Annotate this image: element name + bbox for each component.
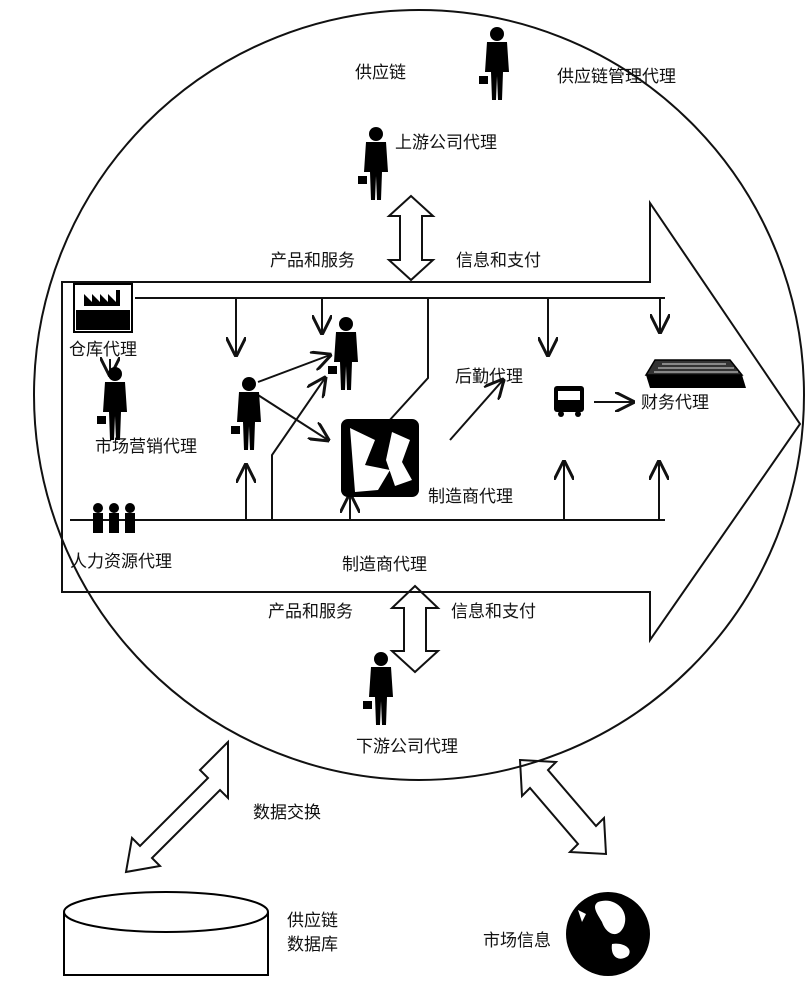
hr-agent-label: 人力资源代理 <box>70 552 172 572</box>
factory-worker-icon <box>341 419 419 497</box>
scm-agent-person-icon <box>479 27 509 100</box>
upstream-exchange-arrow <box>386 194 436 282</box>
factory-icon <box>73 283 133 333</box>
downstream-agent-person-icon <box>363 652 393 725</box>
products-services-bottom-label: 产品和服务 <box>268 602 353 622</box>
marketing-agent-label: 市场营销代理 <box>95 437 197 457</box>
info-payment-top-label: 信息和支付 <box>456 251 541 271</box>
warehouse-agent-label: 仓库代理 <box>69 340 137 360</box>
scm-agent-label: 供应链管理代理 <box>557 67 676 87</box>
database-icon <box>63 891 269 976</box>
upstream-agent-person-icon <box>358 127 388 200</box>
bus-icon <box>554 386 584 417</box>
upstream-agent-label: 上游公司代理 <box>395 133 497 153</box>
market-info-label: 市场信息 <box>483 931 551 951</box>
supply-chain-label: 供应链 <box>355 63 406 83</box>
coordinator-person-icon <box>231 377 261 450</box>
finance-agent-label: 财务代理 <box>641 393 709 413</box>
product-agent-person-icon <box>328 317 358 390</box>
downstream-agent-label: 下游公司代理 <box>356 737 458 757</box>
manufacturer-agent-label: 制造商代理 <box>342 555 427 575</box>
database-label-line2: 数据库 <box>287 935 338 955</box>
internal-flow-lines <box>70 297 665 521</box>
process-arrow <box>61 199 802 644</box>
supply-chain-circle <box>33 9 805 781</box>
globe-icon <box>566 892 650 976</box>
data-exchange-label: 数据交换 <box>253 803 321 823</box>
market-info-arrow <box>518 758 608 856</box>
downstream-exchange-arrow <box>389 584 441 674</box>
database-label-line1: 供应链 <box>287 911 338 931</box>
factory-agent-label: 制造商代理 <box>428 487 513 507</box>
logistics-agent-label: 后勤代理 <box>455 367 523 387</box>
products-services-top-label: 产品和服务 <box>270 251 355 271</box>
data-exchange-arrow <box>124 739 229 874</box>
marketing-agent-person-icon <box>97 367 127 440</box>
info-payment-bottom-label: 信息和支付 <box>451 602 536 622</box>
computer-icon <box>644 359 746 388</box>
team-icon <box>93 503 135 533</box>
